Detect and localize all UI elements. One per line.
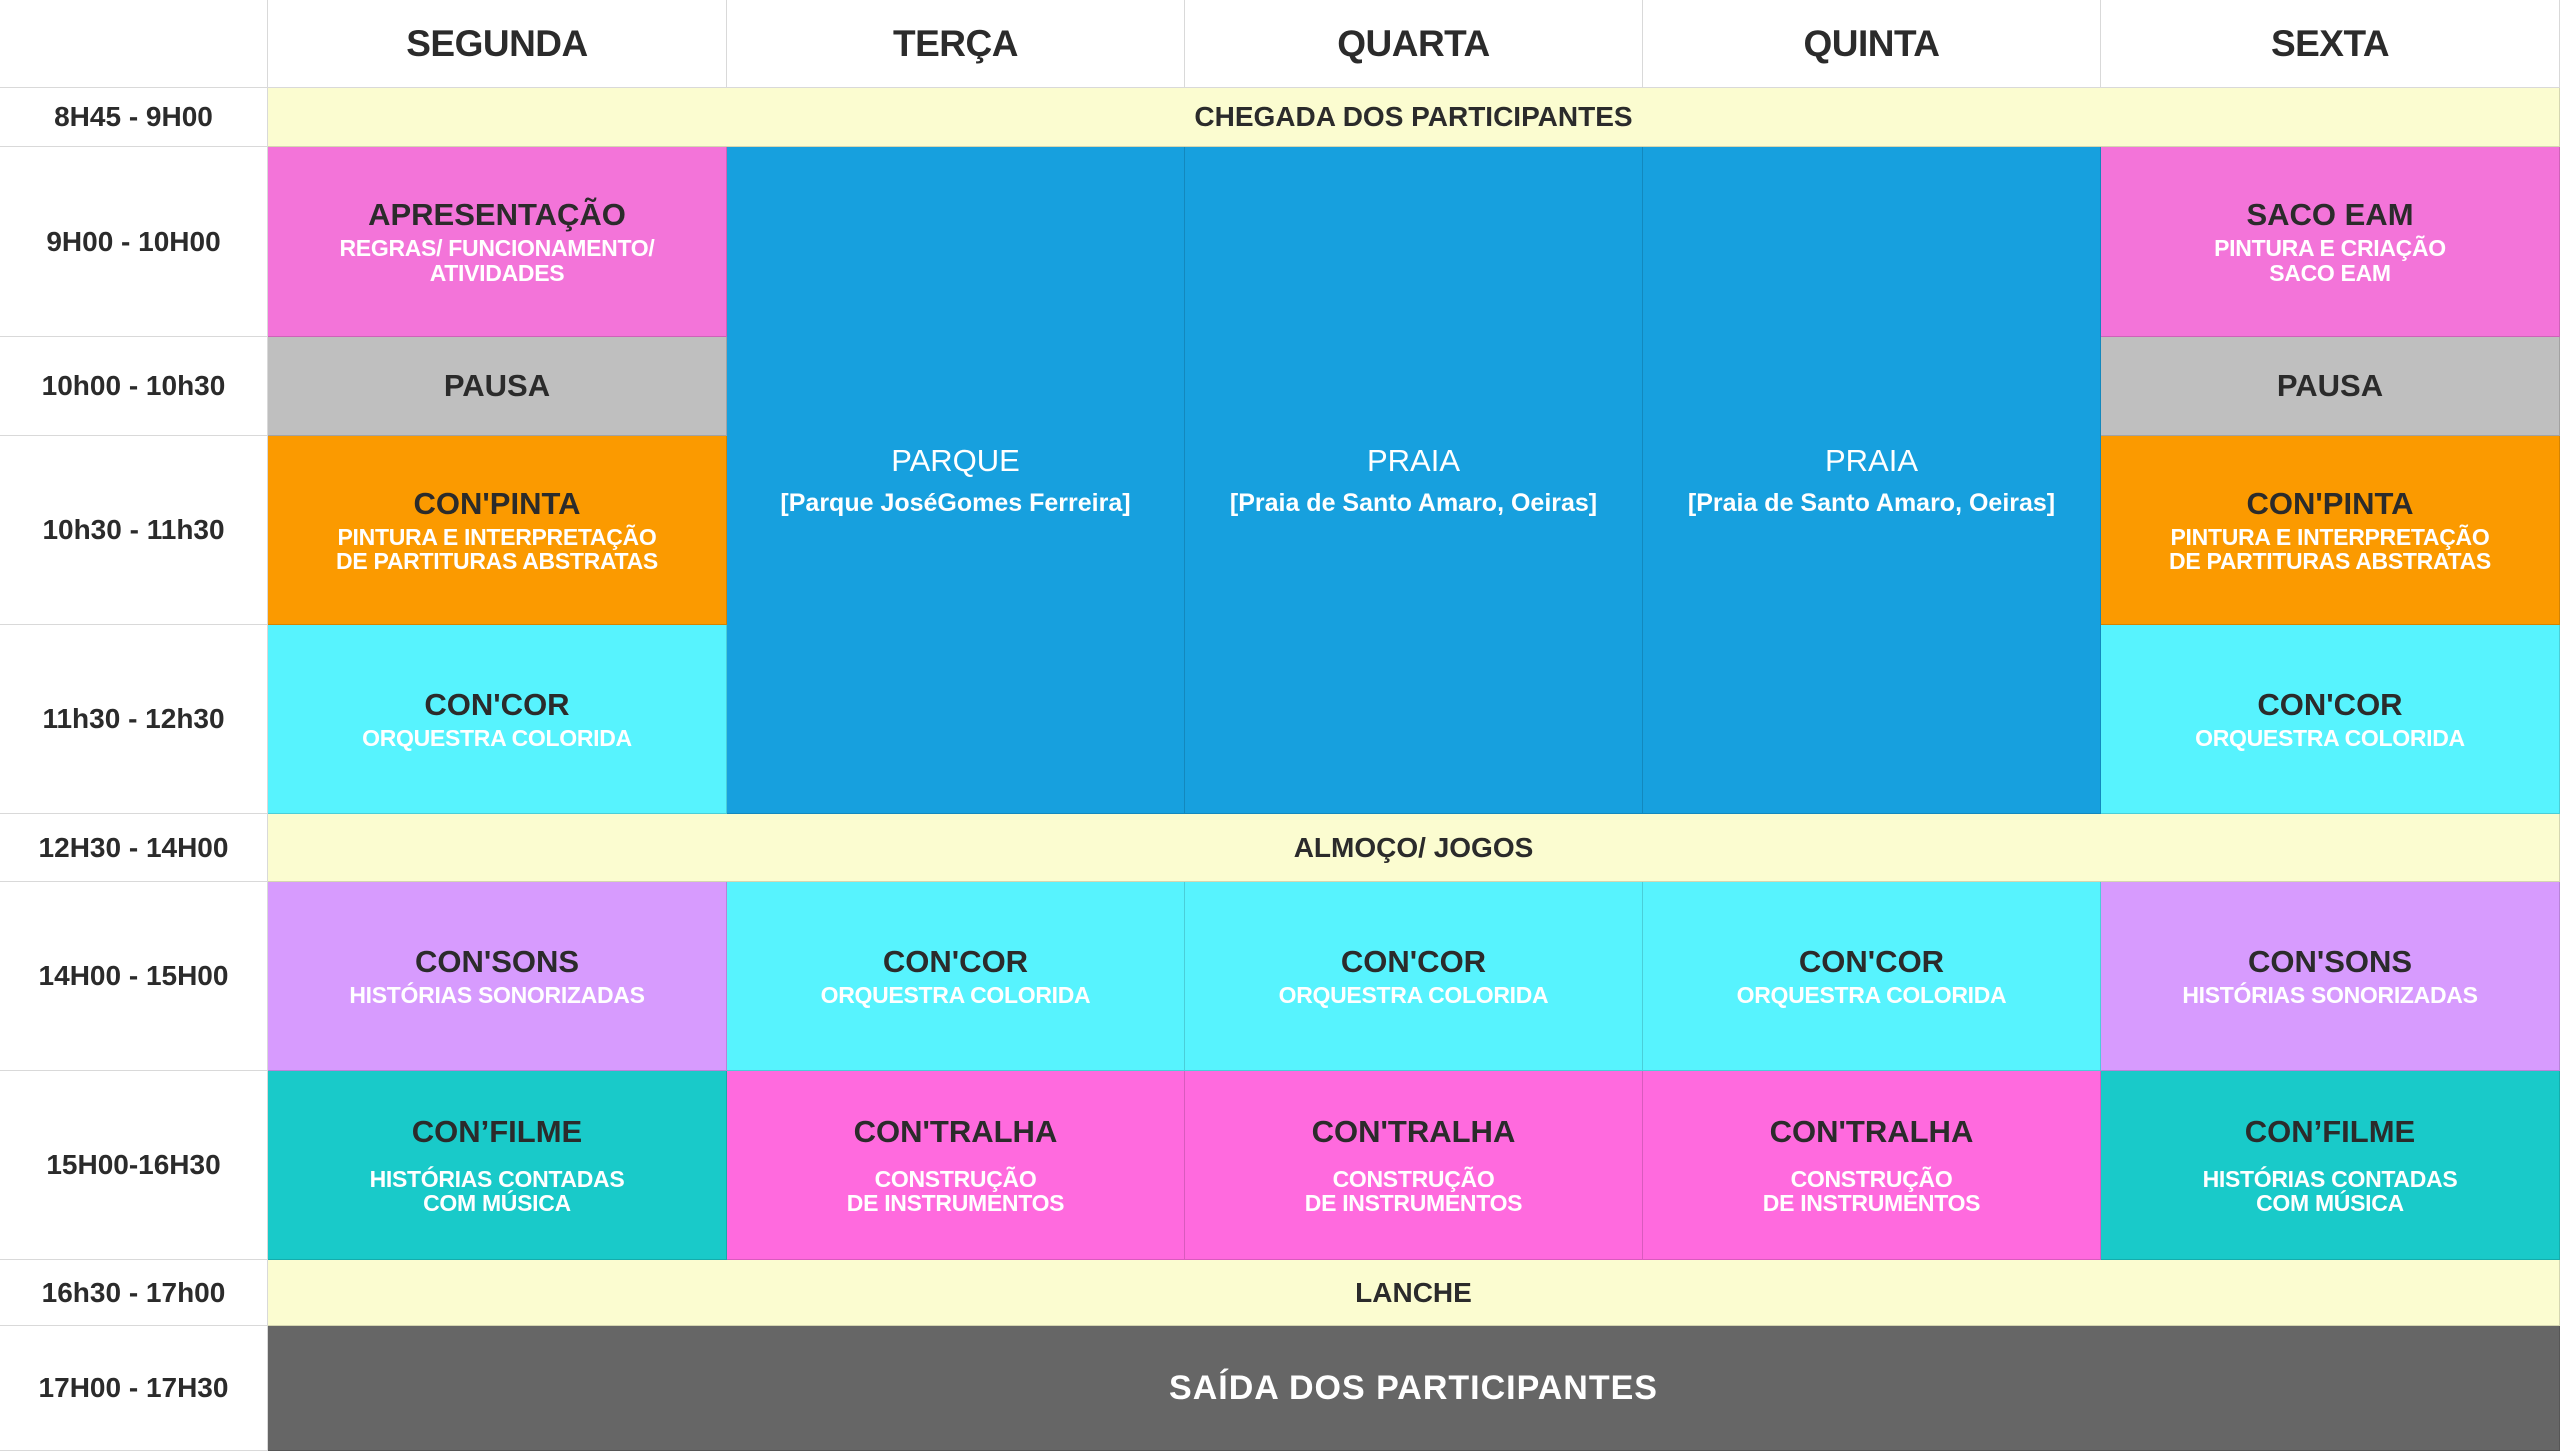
activity-title: PARQUE bbox=[891, 442, 1020, 478]
activity-subtitle: ORQUESTRA COLORIDA bbox=[820, 981, 1091, 1008]
activity-title: CON'COR bbox=[1798, 943, 1945, 979]
activity-title: CON'COR bbox=[2257, 686, 2403, 722]
time-label: 11h30 - 12h30 bbox=[0, 625, 268, 814]
activity-parque: PARQUE [Parque JoséGomes Ferreira] bbox=[727, 147, 1185, 814]
activity-pausa: PAUSA bbox=[268, 337, 727, 436]
activity-conpinta: CON'PINTA PINTURA E INTERPRETAÇÃO DE PAR… bbox=[268, 436, 727, 625]
activity-consons: CON'SONS HISTÓRIAS SONORIZADAS bbox=[2101, 882, 2560, 1071]
activity-subtitle: ORQUESTRA COLORIDA bbox=[1736, 981, 2007, 1008]
time-label: 8H45 - 9H00 bbox=[0, 88, 268, 147]
day-header: SEXTA bbox=[2101, 0, 2560, 88]
activity-title: PAUSA bbox=[2276, 367, 2384, 403]
activity-praia: PRAIA [Praia de Santo Amaro, Oeiras] bbox=[1185, 147, 1643, 814]
activity-apresentacao: APRESENTAÇÃO REGRAS/ FUNCIONAMENTO/ ATIV… bbox=[268, 147, 727, 337]
activity-confilme: CON’FILME HISTÓRIAS CONTADAS COM MÚSICA bbox=[268, 1071, 727, 1260]
time-label: 9H00 - 10H00 bbox=[0, 147, 268, 337]
arrival-band: CHEGADA DOS PARTICIPANTES bbox=[268, 88, 2560, 147]
day-header: QUARTA bbox=[1185, 0, 1643, 88]
activity-title: CON'SONS bbox=[414, 943, 580, 979]
time-label: 10h00 - 10h30 bbox=[0, 337, 268, 436]
activity-subtitle: HISTÓRIAS SONORIZADAS bbox=[2182, 981, 2478, 1008]
activity-subtitle: CONSTRUÇÃO DE INSTRUMENTOS bbox=[1762, 1165, 1981, 1217]
activity-subtitle: [Parque JoséGomes Ferreira] bbox=[780, 488, 1131, 517]
activity-confilme: CON’FILME HISTÓRIAS CONTADAS COM MÚSICA bbox=[2101, 1071, 2560, 1260]
activity-subtitle: HISTÓRIAS SONORIZADAS bbox=[349, 981, 645, 1008]
day-header: SEGUNDA bbox=[268, 0, 727, 88]
activity-saco-eam: SACO EAM PINTURA E CRIAÇÃO SACO EAM bbox=[2101, 147, 2560, 337]
activity-title: CON'PINTA bbox=[2246, 485, 2414, 521]
time-label: 17H00 - 17H30 bbox=[0, 1326, 268, 1451]
activity-concor: CON'COR ORQUESTRA COLORIDA bbox=[727, 882, 1185, 1071]
activity-title: PRAIA bbox=[1824, 442, 1919, 478]
activity-concor: CON'COR ORQUESTRA COLORIDA bbox=[1643, 882, 2101, 1071]
activity-title: APRESENTAÇÃO bbox=[368, 197, 626, 233]
day-header: TERÇA bbox=[727, 0, 1185, 88]
time-label: 14H00 - 15H00 bbox=[0, 882, 268, 1071]
exit-band: SAÍDA DOS PARTICIPANTES bbox=[268, 1326, 2560, 1451]
time-label: 15H00-16H30 bbox=[0, 1071, 268, 1260]
activity-title: PRAIA bbox=[1366, 442, 1461, 478]
activity-title: CON'TRALHA bbox=[1311, 1113, 1516, 1149]
activity-subtitle: PINTURA E CRIAÇÃO SACO EAM bbox=[2214, 235, 2446, 286]
activity-subtitle: REGRAS/ FUNCIONAMENTO/ ATIVIDADES bbox=[339, 235, 655, 286]
time-label: 12H30 - 14H00 bbox=[0, 814, 268, 882]
day-header: QUINTA bbox=[1643, 0, 2101, 88]
activity-subtitle: CONSTRUÇÃO DE INSTRUMENTOS bbox=[846, 1165, 1065, 1217]
activity-contralha: CON'TRALHA CONSTRUÇÃO DE INSTRUMENTOS bbox=[1185, 1071, 1643, 1260]
activity-consons: CON'SONS HISTÓRIAS SONORIZADAS bbox=[268, 882, 727, 1071]
activity-pausa: PAUSA bbox=[2101, 337, 2560, 436]
activity-subtitle: [Praia de Santo Amaro, Oeiras] bbox=[1229, 488, 1598, 517]
activity-title: CON'COR bbox=[882, 943, 1029, 979]
time-label: 16h30 - 17h00 bbox=[0, 1260, 268, 1326]
activity-title: CON'COR bbox=[1340, 943, 1487, 979]
activity-title: CON'PINTA bbox=[413, 485, 581, 521]
activity-title: PAUSA bbox=[443, 367, 551, 403]
activity-subtitle: PINTURA E INTERPRETAÇÃO DE PARTITURAS AB… bbox=[2169, 523, 2491, 575]
activity-title: CON'COR bbox=[424, 686, 570, 722]
activity-concor: CON'COR ORQUESTRA COLORIDA bbox=[268, 625, 727, 814]
activity-subtitle: ORQUESTRA COLORIDA bbox=[362, 724, 632, 751]
activity-title: SACO EAM bbox=[2246, 197, 2414, 233]
activity-contralha: CON'TRALHA CONSTRUÇÃO DE INSTRUMENTOS bbox=[727, 1071, 1185, 1260]
activity-contralha: CON'TRALHA CONSTRUÇÃO DE INSTRUMENTOS bbox=[1643, 1071, 2101, 1260]
lunch-band: ALMOÇO/ JOGOS bbox=[268, 814, 2560, 882]
activity-title: CON’FILME bbox=[2244, 1113, 2416, 1149]
corner-cell bbox=[0, 0, 268, 88]
activity-concor: CON'COR ORQUESTRA COLORIDA bbox=[1185, 882, 1643, 1071]
activity-subtitle: [Praia de Santo Amaro, Oeiras] bbox=[1687, 488, 2056, 517]
activity-subtitle: PINTURA E INTERPRETAÇÃO DE PARTITURAS AB… bbox=[336, 523, 658, 575]
activity-praia: PRAIA [Praia de Santo Amaro, Oeiras] bbox=[1643, 147, 2101, 814]
activity-subtitle: ORQUESTRA COLORIDA bbox=[2195, 724, 2465, 751]
activity-title: CON'TRALHA bbox=[1769, 1113, 1974, 1149]
snack-band: LANCHE bbox=[268, 1260, 2560, 1326]
activity-title: CON'SONS bbox=[2247, 943, 2413, 979]
activity-subtitle: CONSTRUÇÃO DE INSTRUMENTOS bbox=[1304, 1165, 1523, 1217]
activity-subtitle: ORQUESTRA COLORIDA bbox=[1278, 981, 1549, 1008]
activity-concor: CON'COR ORQUESTRA COLORIDA bbox=[2101, 625, 2560, 814]
time-label: 10h30 - 11h30 bbox=[0, 436, 268, 625]
activity-subtitle: HISTÓRIAS CONTADAS COM MÚSICA bbox=[369, 1165, 625, 1217]
activity-title: CON'TRALHA bbox=[853, 1113, 1058, 1149]
activity-title: CON’FILME bbox=[411, 1113, 583, 1149]
activity-conpinta: CON'PINTA PINTURA E INTERPRETAÇÃO DE PAR… bbox=[2101, 436, 2560, 625]
activity-subtitle: HISTÓRIAS CONTADAS COM MÚSICA bbox=[2202, 1165, 2458, 1217]
